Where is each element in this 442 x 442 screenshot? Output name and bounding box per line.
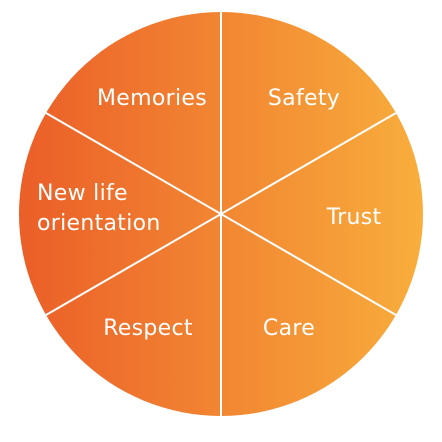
divider-upper-left-lower-right [45,112,397,316]
segment-dividers [45,12,397,416]
segment-label-trust: Trust [326,205,382,230]
segment-labels: Safety Trust Care Respect New life orien… [37,86,381,341]
segment-label-line-1: New life [37,181,128,206]
segment-label-line-2: orientation [37,211,161,236]
segment-label-memories: Memories [97,86,207,111]
segment-label-new-life-orientation: New life orientation [37,181,161,236]
segment-label-care: Care [263,316,315,341]
segment-label-safety: Safety [268,86,340,111]
segment-label-respect: Respect [103,316,193,341]
